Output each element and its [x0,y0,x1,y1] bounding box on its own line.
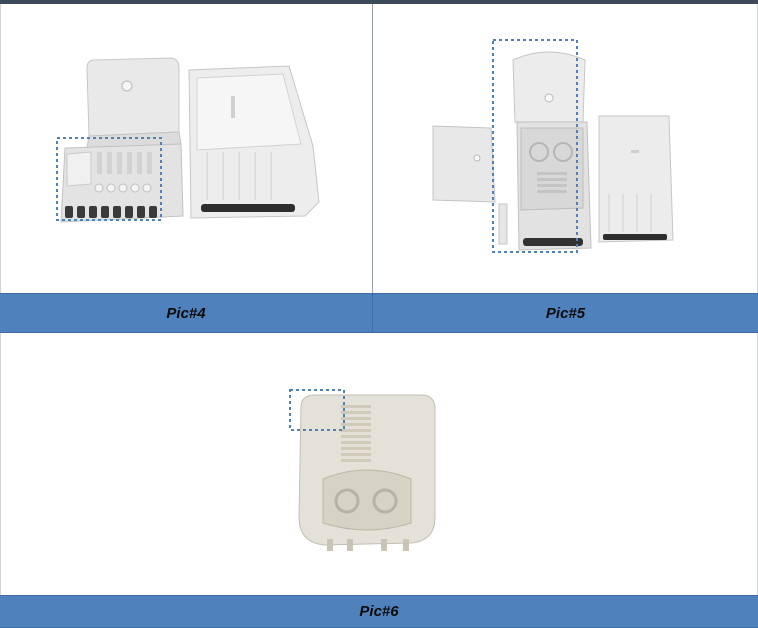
top-border [0,0,758,4]
caption-pic6: Pic#6 [0,595,758,628]
splice-tray [298,394,436,551]
highlight-box [56,137,162,221]
highlight-box [289,389,345,431]
pic5-illustration [432,39,674,253]
figure-cell-pic6 [0,333,758,595]
figure-cell-pic5 [373,4,758,293]
caption-pic5: Pic#5 [373,293,758,333]
highlight-box [492,39,578,253]
pic6-illustration [289,389,436,551]
box-body [60,143,184,223]
figure-cell-pic4 [0,4,373,293]
caption-pic4: Pic#4 [0,293,373,333]
housing-shell [188,65,320,219]
side-cover [432,125,496,203]
base-with-tray [498,121,592,251]
top-cover [512,51,586,123]
right-housing [598,115,674,243]
pic4-illustration [56,57,320,223]
open-cover [86,57,182,149]
figure-table: Pic#4 Pic#5 Pic#6 [0,4,758,628]
